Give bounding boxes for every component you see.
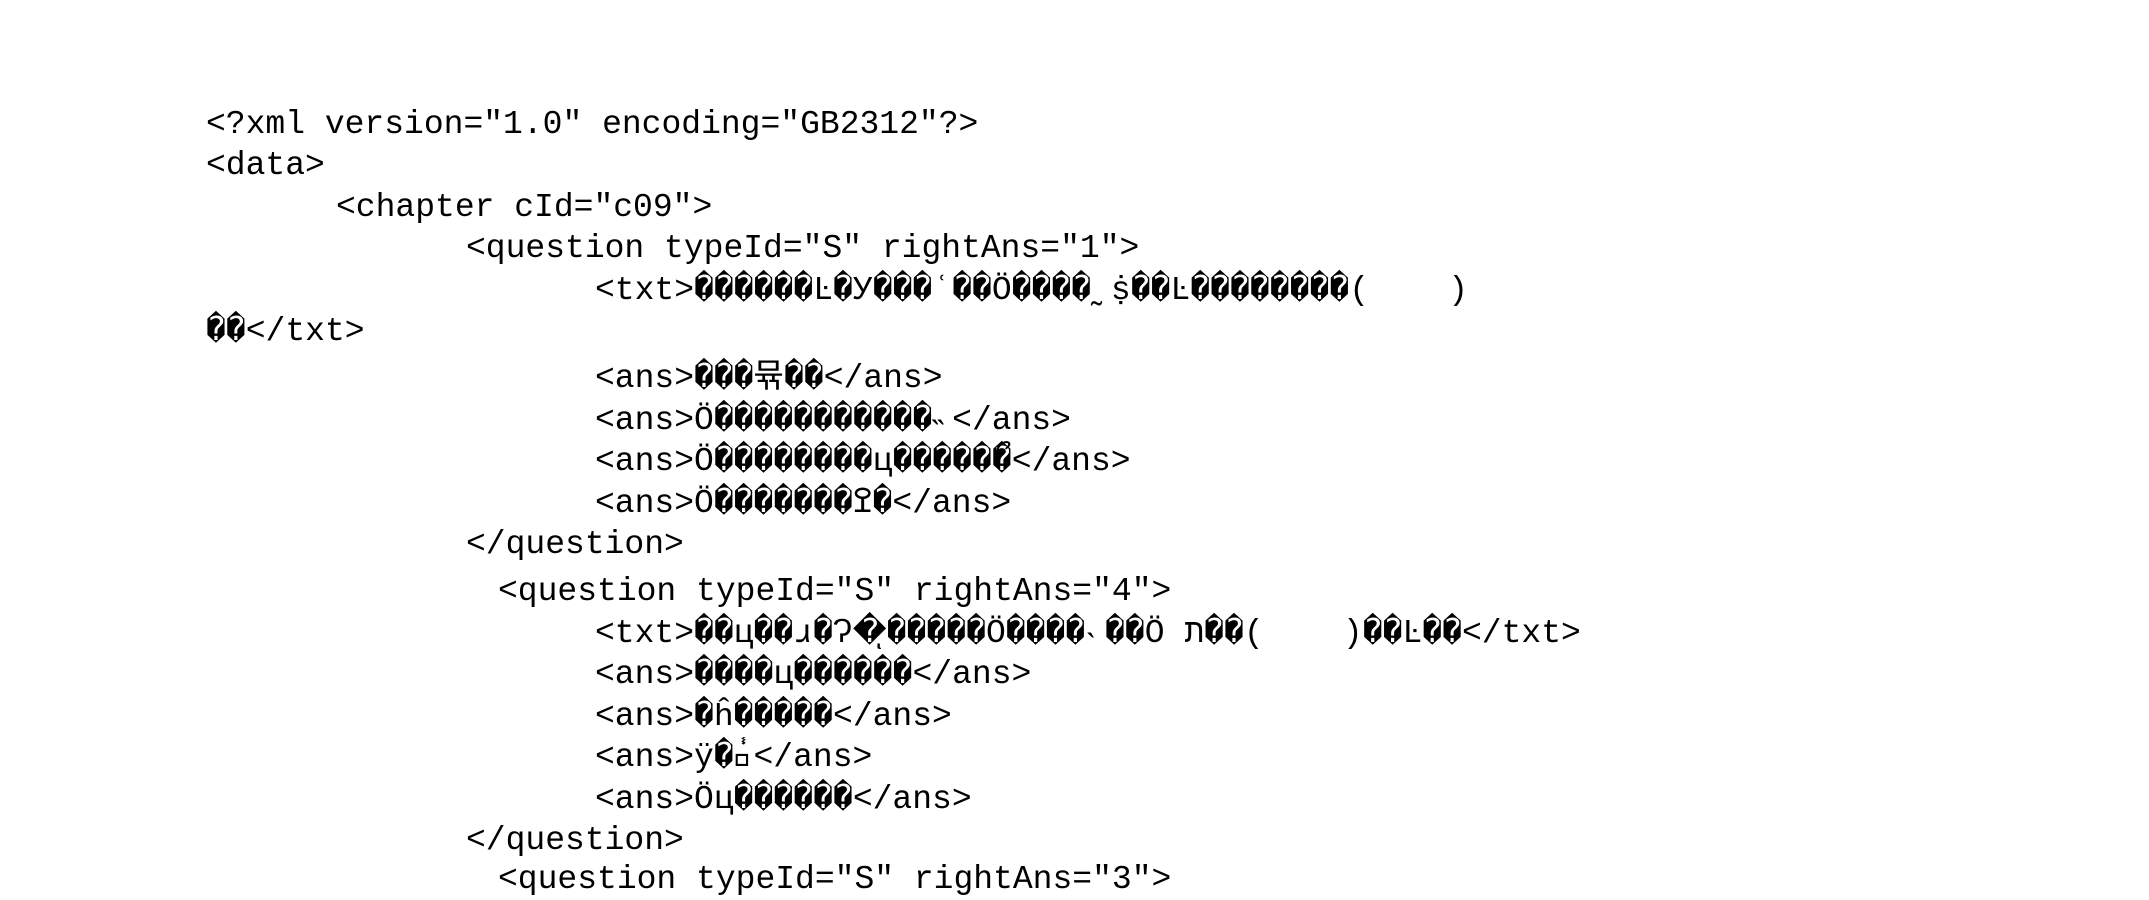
question-1-answer-3-line: <ans>Ö��������ц�����ޯ�</ans> [595,443,1131,480]
question-1-answer-1-line: <ans>���뮦��</ans> [595,360,943,397]
question-2-answer-2-line: <ans>�ĥ�����</ans> [595,698,952,735]
chapter-open-tag-line: <chapter cId="c09"> [336,189,713,226]
question-2-txt-line: <txt>��ц��ɹ�Ɂ�ͅ�����Ö����˴��Ö ת��( )��Ŀ�… [595,615,1581,652]
question-1-answer-4-line: <ans>Ö�������ߐ�</ans> [595,485,1012,522]
question-1-txt-continuation-line: ��</txt> [206,313,365,350]
question-1-open-tag-line: <question typeId="S" rightAns="1"> [466,230,1140,267]
data-open-tag-line: <data> [206,147,325,184]
question-2-close-tag-line: </question> [466,822,684,859]
question-2-open-tag-line: <question typeId="S" rightAns="4"> [498,573,1172,610]
question-1-txt-line: <txt>������Ŀ�У���ʿ��Ö����˷ṩ��Ŀ��������( … [595,272,1469,309]
question-1-answer-2-line: <ans>Ö�����������˵</ans> [595,402,1071,439]
question-2-answer-4-line: <ans>Öц������</ans> [595,781,972,818]
question-2-answer-3-line: <ans>ÿ�ׁ�֓</ans> [595,739,873,776]
question-2-answer-1-line: <ans>����ц������</ans> [595,656,1032,693]
question-1-close-tag-line: </question> [466,526,684,563]
question-3-open-tag-line: <question typeId="S" rightAns="3"> [498,861,1172,898]
xml-declaration-line: <?xml version="1.0" encoding="GB2312"?> [206,106,979,143]
